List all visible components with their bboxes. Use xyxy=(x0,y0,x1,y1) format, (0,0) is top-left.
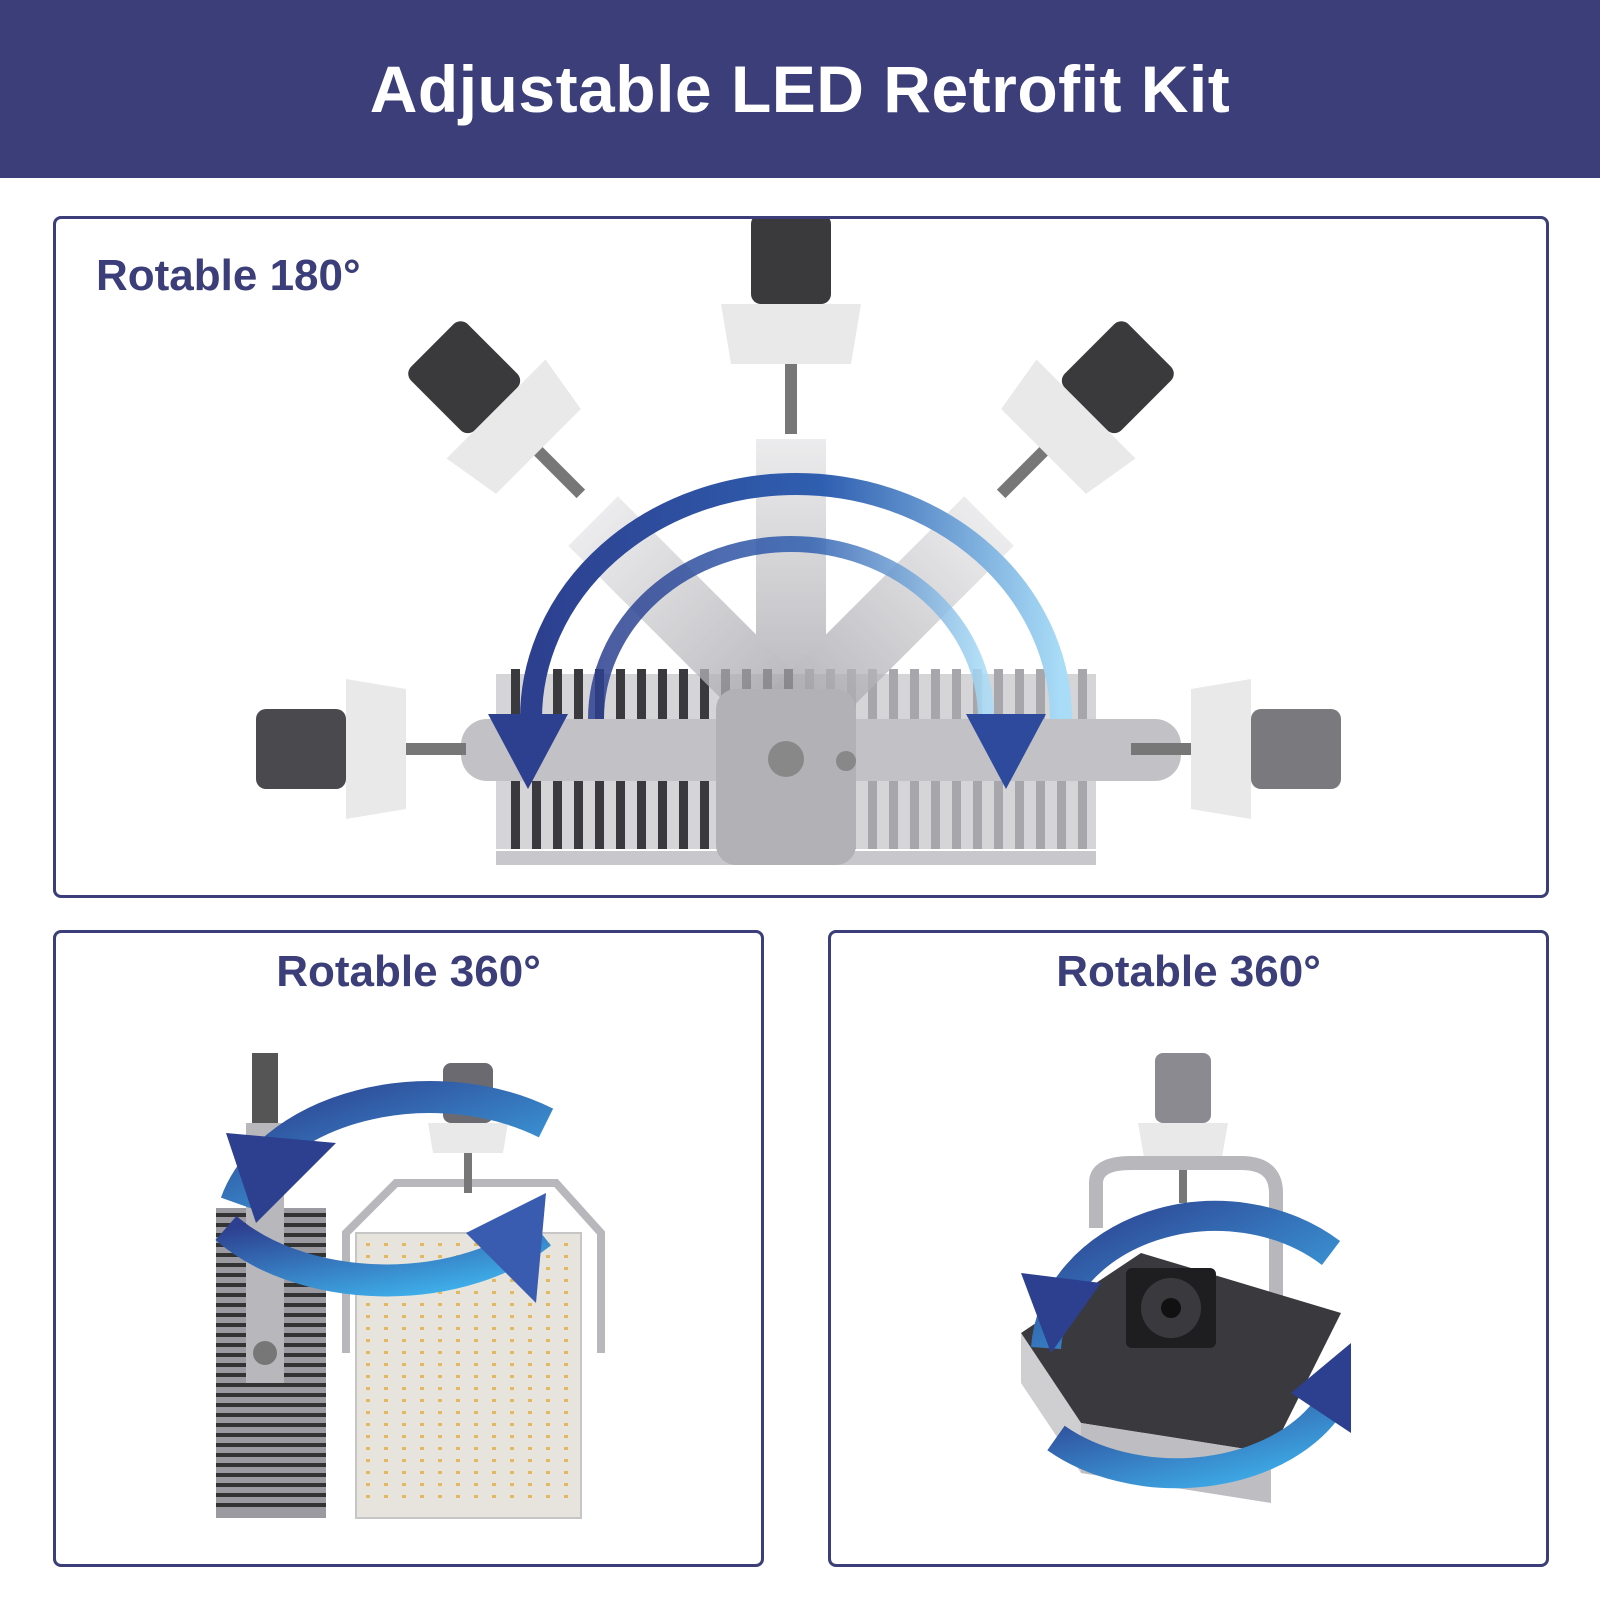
panel-rotate-360-left: Rotable 360° xyxy=(53,930,764,1567)
mounting-bracket-icon xyxy=(1089,1156,1283,1393)
e39-mogul-socket-icon xyxy=(252,1053,278,1123)
mounting-bracket-icon xyxy=(342,1179,605,1353)
panel-3-title: Rotable 360° xyxy=(1056,947,1321,996)
panel-rotate-180: Rotable 180° xyxy=(53,216,1549,898)
rotate-180-illustration xyxy=(256,219,1341,865)
rotate-arrow-icon xyxy=(1021,1200,1351,1489)
rotate-360-side-illustration xyxy=(215,1053,605,1519)
e39-mogul-socket-icon xyxy=(256,219,1341,819)
rotate-arrow-icon xyxy=(488,473,1072,789)
rotate-360-fan-illustration xyxy=(1021,1053,1351,1503)
rotate-arrow-icon xyxy=(215,1081,554,1303)
header-banner: Adjustable LED Retrofit Kit xyxy=(0,0,1600,178)
e39-mogul-socket-icon xyxy=(1138,1053,1228,1203)
panel-rotate-360-right: Rotable 360° xyxy=(828,930,1549,1567)
panel-1-title: Rotable 180° xyxy=(96,251,361,300)
page-title: Adjustable LED Retrofit Kit xyxy=(369,52,1231,126)
panel-2-title: Rotable 360° xyxy=(276,947,541,996)
cooling-fan-icon xyxy=(1126,1268,1216,1348)
